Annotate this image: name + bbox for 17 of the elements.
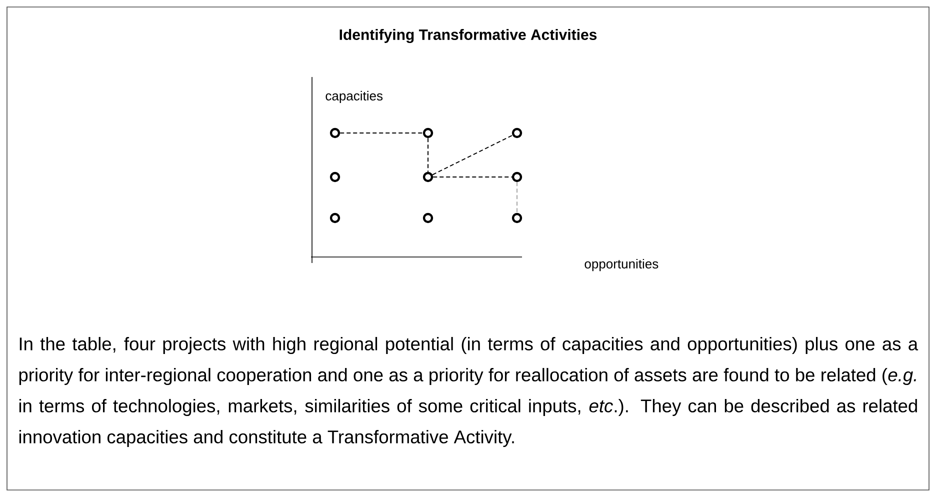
point-marker	[330, 212, 340, 224]
connector-line	[432, 176, 512, 178]
title: Identifying Transformative Activities	[340, 28, 597, 44]
axis-label: opportunities	[584, 258, 658, 272]
point-marker	[330, 172, 340, 182]
connector-line	[340, 132, 424, 134]
axis-label: capacities	[326, 90, 383, 104]
connector-line	[432, 134, 513, 176]
point-marker	[422, 212, 434, 224]
connector-line	[516, 182, 518, 214]
description-paragraph: In the table, four projects with high regional potential (in terms of capacities and opportunities) plus one as a priority for inter-regional cooperation and one as a priority for reallocation of assets are found to be related (e.g. in terms of technologies, markets, similarities of some critical inputs, etc.). They can be described as related innovation capacities and constitute a Transformative Activity.	[19, 336, 918, 448]
point-marker	[422, 128, 434, 138]
point-marker	[512, 172, 522, 182]
point-marker	[512, 128, 522, 138]
point-marker	[512, 212, 522, 224]
point-marker	[330, 128, 340, 138]
point-marker	[422, 172, 434, 182]
